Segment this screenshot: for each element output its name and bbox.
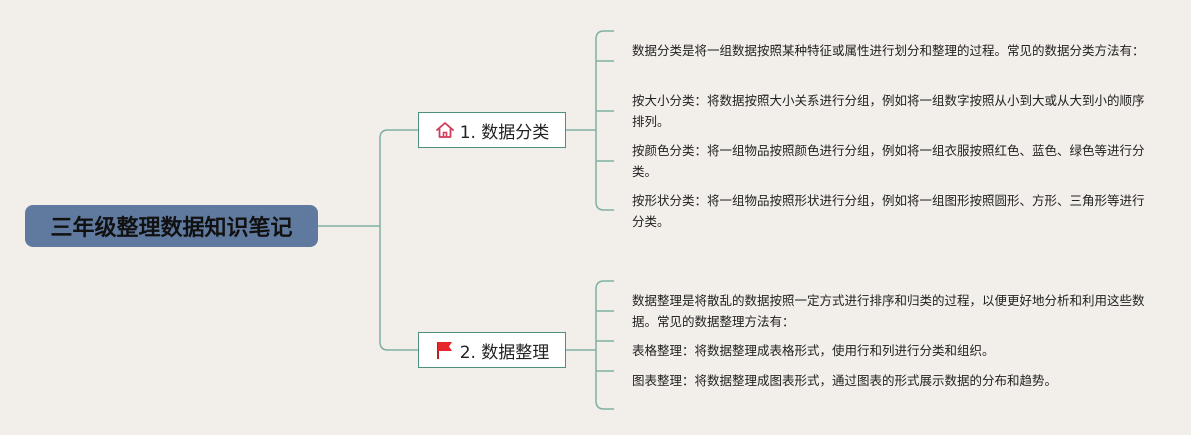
home-icon bbox=[435, 121, 455, 139]
note-organization-intro[interactable]: 数据整理是将散乱的数据按照一定方式进行排序和归类的过程，以便更好地分析和利用这些… bbox=[632, 293, 1145, 329]
branch-label: 1. 数据分类 bbox=[459, 122, 550, 143]
note-organize-by-table[interactable]: 表格整理：将数据整理成表格形式，使用行和列进行分类和组织。 bbox=[632, 343, 995, 358]
note-classify-by-size[interactable]: 按大小分类：将数据按照大小关系进行分组，例如将一组数字按照从小到大或从大到小的顺… bbox=[632, 93, 1145, 129]
note-organize-by-chart[interactable]: 图表整理：将数据整理成图表形式，通过图表的形式展示数据的分布和趋势。 bbox=[632, 373, 1058, 388]
branch-data-organization[interactable]: 2. 数据整理 bbox=[418, 332, 566, 368]
note-classification-intro[interactable]: 数据分类是将一组数据按照某种特征或属性进行划分和整理的过程。常见的数据分类方法有… bbox=[632, 43, 1145, 58]
branch-data-classification[interactable]: 1. 数据分类 bbox=[418, 112, 566, 148]
note-classify-by-shape[interactable]: 按形状分类：将一组物品按照形状进行分组，例如将一组图形按照圆形、方形、三角形等进… bbox=[632, 193, 1145, 229]
branch-label: 2. 数据整理 bbox=[459, 342, 550, 363]
note-classify-by-color[interactable]: 按颜色分类：将一组物品按照颜色进行分组，例如将一组衣服按照红色、蓝色、绿色等进行… bbox=[632, 143, 1145, 179]
root-title: 三年级整理数据知识笔记 bbox=[50, 216, 293, 241]
red-flag-icon bbox=[435, 340, 455, 360]
root-topic[interactable]: 三年级整理数据知识笔记 bbox=[25, 205, 318, 247]
